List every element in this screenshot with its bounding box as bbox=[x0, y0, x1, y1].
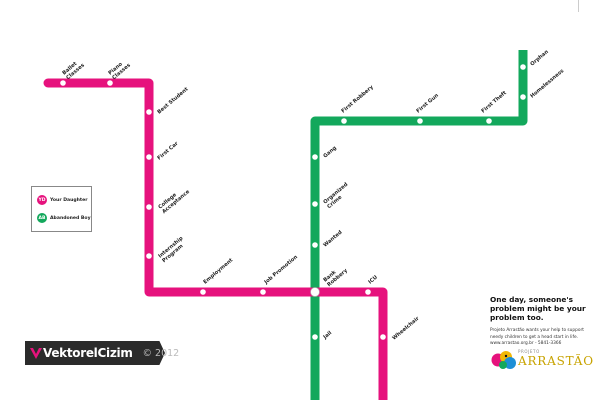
station-college[interactable] bbox=[146, 204, 152, 210]
label-first-gun: First Gun bbox=[415, 92, 440, 114]
watermark-brand: VektorelCizim bbox=[43, 346, 133, 360]
label-gang: Gang bbox=[322, 145, 338, 160]
vektorelcizim-watermark: VektorelCizim © 2012 bbox=[25, 341, 179, 365]
label-organized-crime: OrganizedCrime bbox=[322, 182, 353, 211]
arrastao-logo[interactable]: PROJETO ARRASTÃO bbox=[491, 346, 593, 376]
legend-badge-ab: AB bbox=[37, 213, 47, 223]
station-gang[interactable] bbox=[312, 154, 318, 160]
label-ballet: BalletClasses bbox=[61, 58, 85, 81]
logo-small-text: PROJETO bbox=[518, 349, 540, 354]
label-first-robbery: First Robbery bbox=[340, 84, 375, 115]
label-orphan: Orphan bbox=[529, 49, 550, 68]
label-piano: PianoClasses bbox=[107, 58, 131, 81]
station-jail[interactable] bbox=[312, 334, 318, 340]
station-first-robbery[interactable] bbox=[341, 118, 347, 124]
label-icu: ICU bbox=[367, 275, 378, 286]
station-piano[interactable] bbox=[107, 80, 113, 86]
station-bank-robbery-interchange[interactable] bbox=[310, 287, 320, 297]
campaign-headline: One day, someone's problem might be your… bbox=[490, 295, 586, 322]
pink-stations bbox=[60, 80, 386, 340]
campaign-copy: One day, someone's problem might be your… bbox=[490, 295, 590, 348]
label-internship: InternshipProgram bbox=[157, 235, 188, 264]
label-best-student: Best Student bbox=[156, 86, 189, 115]
label-first-car: First Car bbox=[156, 141, 179, 162]
legend-label-abandoned-boy: Abandoned Boy bbox=[50, 215, 91, 221]
label-job-promotion: Job Promotion bbox=[263, 254, 300, 286]
legend-item-your-daughter[interactable]: YD Your Daughter bbox=[37, 195, 88, 205]
label-wheelchair: Wheelchair bbox=[391, 316, 420, 342]
label-employment: Employment bbox=[202, 257, 234, 285]
watermark-year: © 2012 bbox=[142, 347, 180, 359]
page-fold-mark bbox=[578, 0, 579, 12]
label-college: CollegeAcceptance bbox=[157, 184, 191, 215]
station-first-theft[interactable] bbox=[486, 118, 492, 124]
vektorel-logo-icon bbox=[30, 348, 42, 359]
legend-item-abandoned-boy[interactable]: AB Abandoned Boy bbox=[37, 213, 91, 223]
station-orphan[interactable] bbox=[520, 64, 526, 70]
label-jail: Jail bbox=[322, 330, 334, 341]
arrastao-mascot-icon bbox=[491, 351, 516, 369]
green-stations bbox=[312, 64, 526, 340]
station-ballet[interactable] bbox=[60, 80, 66, 86]
watermark-bar bbox=[25, 341, 165, 365]
campaign-body: Projeto Arrastão wants your help to supp… bbox=[490, 328, 584, 347]
legend-label-your-daughter: Your Daughter bbox=[50, 197, 88, 203]
station-wheelchair[interactable] bbox=[380, 334, 386, 340]
logo-big-text: ARRASTÃO bbox=[518, 354, 594, 368]
station-internship[interactable] bbox=[146, 253, 152, 259]
station-employment[interactable] bbox=[200, 289, 206, 295]
station-best-student[interactable] bbox=[146, 109, 152, 115]
station-first-gun[interactable] bbox=[417, 118, 423, 124]
station-first-car[interactable] bbox=[146, 154, 152, 160]
station-wanted[interactable] bbox=[312, 242, 318, 248]
label-wanted: Wanted bbox=[322, 229, 343, 248]
legend-badge-yd: YD bbox=[37, 195, 47, 205]
pink-line-track bbox=[43, 78, 388, 400]
station-icu[interactable] bbox=[365, 289, 371, 295]
station-homelessness[interactable] bbox=[520, 94, 526, 100]
label-first-theft: First Theft bbox=[480, 90, 508, 115]
label-bank-robbery: BankRobbery bbox=[322, 263, 349, 288]
station-job-promotion[interactable] bbox=[260, 289, 266, 295]
label-homelessness: Homelessness bbox=[529, 68, 565, 99]
station-organized-crime[interactable] bbox=[312, 201, 318, 207]
line-legend: YD Your Daughter AB Abandoned Boy bbox=[31, 186, 92, 232]
